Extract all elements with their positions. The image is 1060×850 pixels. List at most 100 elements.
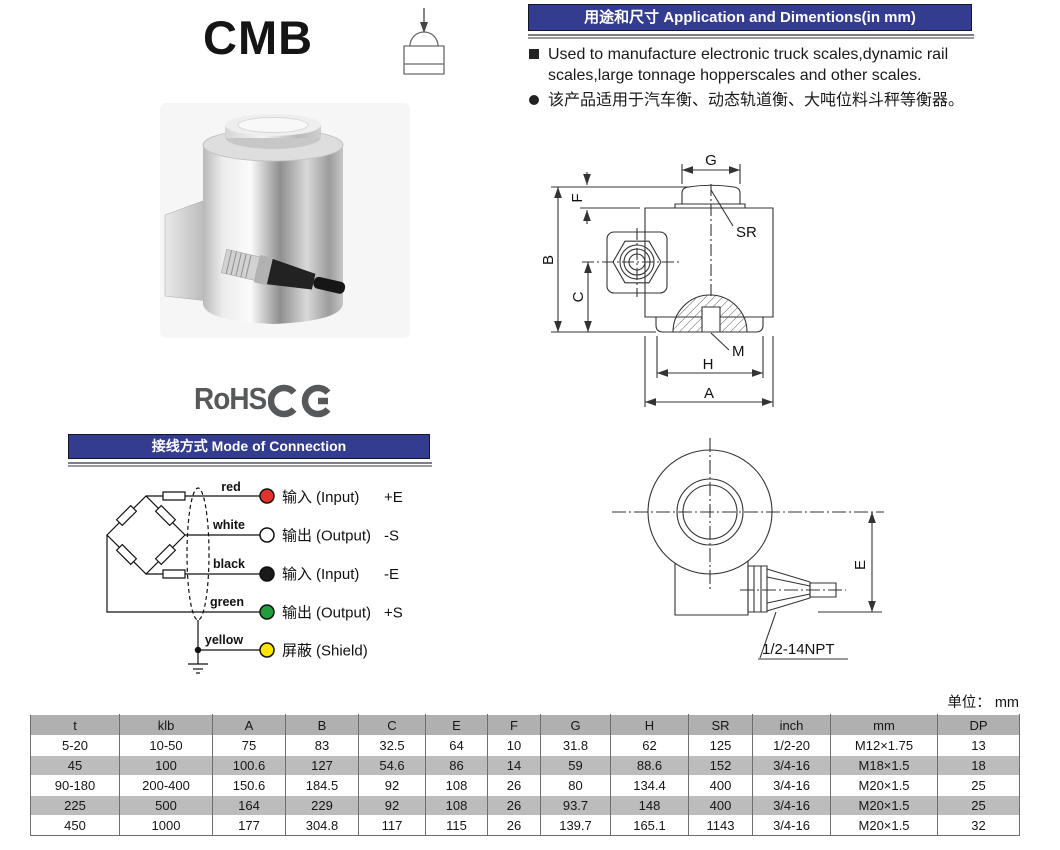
column-header: SR [688, 714, 753, 736]
table-cell: 304.8 [285, 815, 359, 836]
table-cell: 32 [937, 815, 1020, 836]
column-header: F [487, 714, 541, 736]
table-cell: 150.6 [212, 775, 286, 796]
connection-header-underline [68, 462, 432, 467]
page-title: CMB [203, 11, 314, 64]
table-cell: 75 [212, 735, 286, 756]
table-cell: 59 [540, 755, 611, 776]
dim-label-c: C [570, 291, 587, 302]
dim-label-m: M [732, 343, 745, 360]
table-cell: 225 [30, 795, 120, 816]
signal-cn: 屏蔽 [282, 643, 312, 660]
wire-label-yellow: yellow [205, 633, 243, 647]
side-view-drawing: G SR B F C M H A [540, 152, 870, 420]
table-cell: 400 [688, 795, 753, 816]
table-cell: 32.5 [358, 735, 426, 756]
table-cell: 127 [285, 755, 359, 776]
product-photo [160, 103, 410, 338]
column-header: t [30, 714, 120, 736]
table-cell: 100 [119, 755, 213, 776]
table-cell: 3/4-16 [752, 755, 831, 776]
table-cell: 3/4-16 [752, 775, 831, 796]
table-cell: 25 [937, 775, 1020, 796]
dim-label-g: G [705, 152, 717, 169]
column-header: DP [937, 714, 1020, 736]
signal-en: (Input) [316, 489, 359, 506]
square-bullet-icon [529, 49, 539, 59]
application-bullet-cn-text: 该产品适用于汽车衡、动态轨道衡、大吨位料斗秤等衡器。 [548, 92, 965, 109]
signal-en: (Output) [316, 528, 371, 545]
table-cell: 26 [487, 795, 541, 816]
application-bullet-en: Used to manufacture electronic truck sca… [529, 44, 1029, 86]
table-cell: 62 [610, 735, 689, 756]
table-cell: 148 [610, 795, 689, 816]
table-cell: 14 [487, 755, 541, 776]
signal-id: +E [384, 489, 403, 506]
dim-label-b: B [540, 255, 557, 265]
application-bullet-en-text: Used to manufacture electronic truck sca… [548, 46, 949, 84]
dim-label-sr: SR [736, 224, 757, 241]
signal-cn: 输出 [282, 605, 312, 622]
table-cell: M20×1.5 [830, 775, 938, 796]
npt-label: 1/2-14NPT [762, 641, 835, 658]
table-cell: 80 [540, 775, 611, 796]
load-direction-icon [400, 6, 448, 80]
wire-label-green: green [210, 595, 244, 609]
table-cell: 108 [425, 775, 488, 796]
column-header: G [540, 714, 611, 736]
table-cell: 1/2-20 [752, 735, 831, 756]
column-header: A [212, 714, 286, 736]
table-cell: 1143 [688, 815, 753, 836]
column-header: H [610, 714, 689, 736]
table-cell: 164 [212, 795, 286, 816]
table-cell: 5-20 [30, 735, 120, 756]
table-cell: 18 [937, 755, 1020, 776]
table-cell: 229 [285, 795, 359, 816]
signal-cn: 输入 [282, 566, 312, 583]
table-cell: 139.7 [540, 815, 611, 836]
column-header: B [285, 714, 359, 736]
table-cell: 500 [119, 795, 213, 816]
table-cell: 200-400 [119, 775, 213, 796]
table-cell: 134.4 [610, 775, 689, 796]
table-cell: 92 [358, 795, 426, 816]
table-cell: 54.6 [358, 755, 426, 776]
table-cell: M20×1.5 [830, 815, 938, 836]
column-header: C [358, 714, 426, 736]
table-cell: 177 [212, 815, 286, 836]
signal-cn: 输出 [282, 528, 312, 545]
table-cell: 3/4-16 [752, 815, 831, 836]
table-cell: 108 [425, 795, 488, 816]
wire-label-red: red [221, 480, 240, 494]
rohs-logo: RoHS [194, 381, 267, 416]
table-cell: 400 [688, 775, 753, 796]
table-cell: 90-180 [30, 775, 120, 796]
connection-header: 接线方式 Mode of Connection [68, 434, 430, 459]
table-cell: 83 [285, 735, 359, 756]
table-cell: 93.7 [540, 795, 611, 816]
signal-id: -E [384, 566, 399, 583]
application-header-underline [528, 34, 974, 39]
dim-label-e: E [852, 560, 869, 570]
signal-en: (Shield) [316, 643, 368, 660]
table-cell: 92 [358, 775, 426, 796]
table-cell: 1000 [119, 815, 213, 836]
signal-cn: 输入 [282, 489, 312, 506]
table-cell: M20×1.5 [830, 795, 938, 816]
dim-label-f: F [569, 193, 586, 202]
signal-en: (Input) [316, 566, 359, 583]
table-cell: 25 [937, 795, 1020, 816]
table-cell: 450 [30, 815, 120, 836]
table-cell: 13 [937, 735, 1020, 756]
table-cell: 31.8 [540, 735, 611, 756]
signal-en: (Output) [316, 605, 371, 622]
table-cell: 3/4-16 [752, 795, 831, 816]
table-cell: 184.5 [285, 775, 359, 796]
table-cell: 86 [425, 755, 488, 776]
